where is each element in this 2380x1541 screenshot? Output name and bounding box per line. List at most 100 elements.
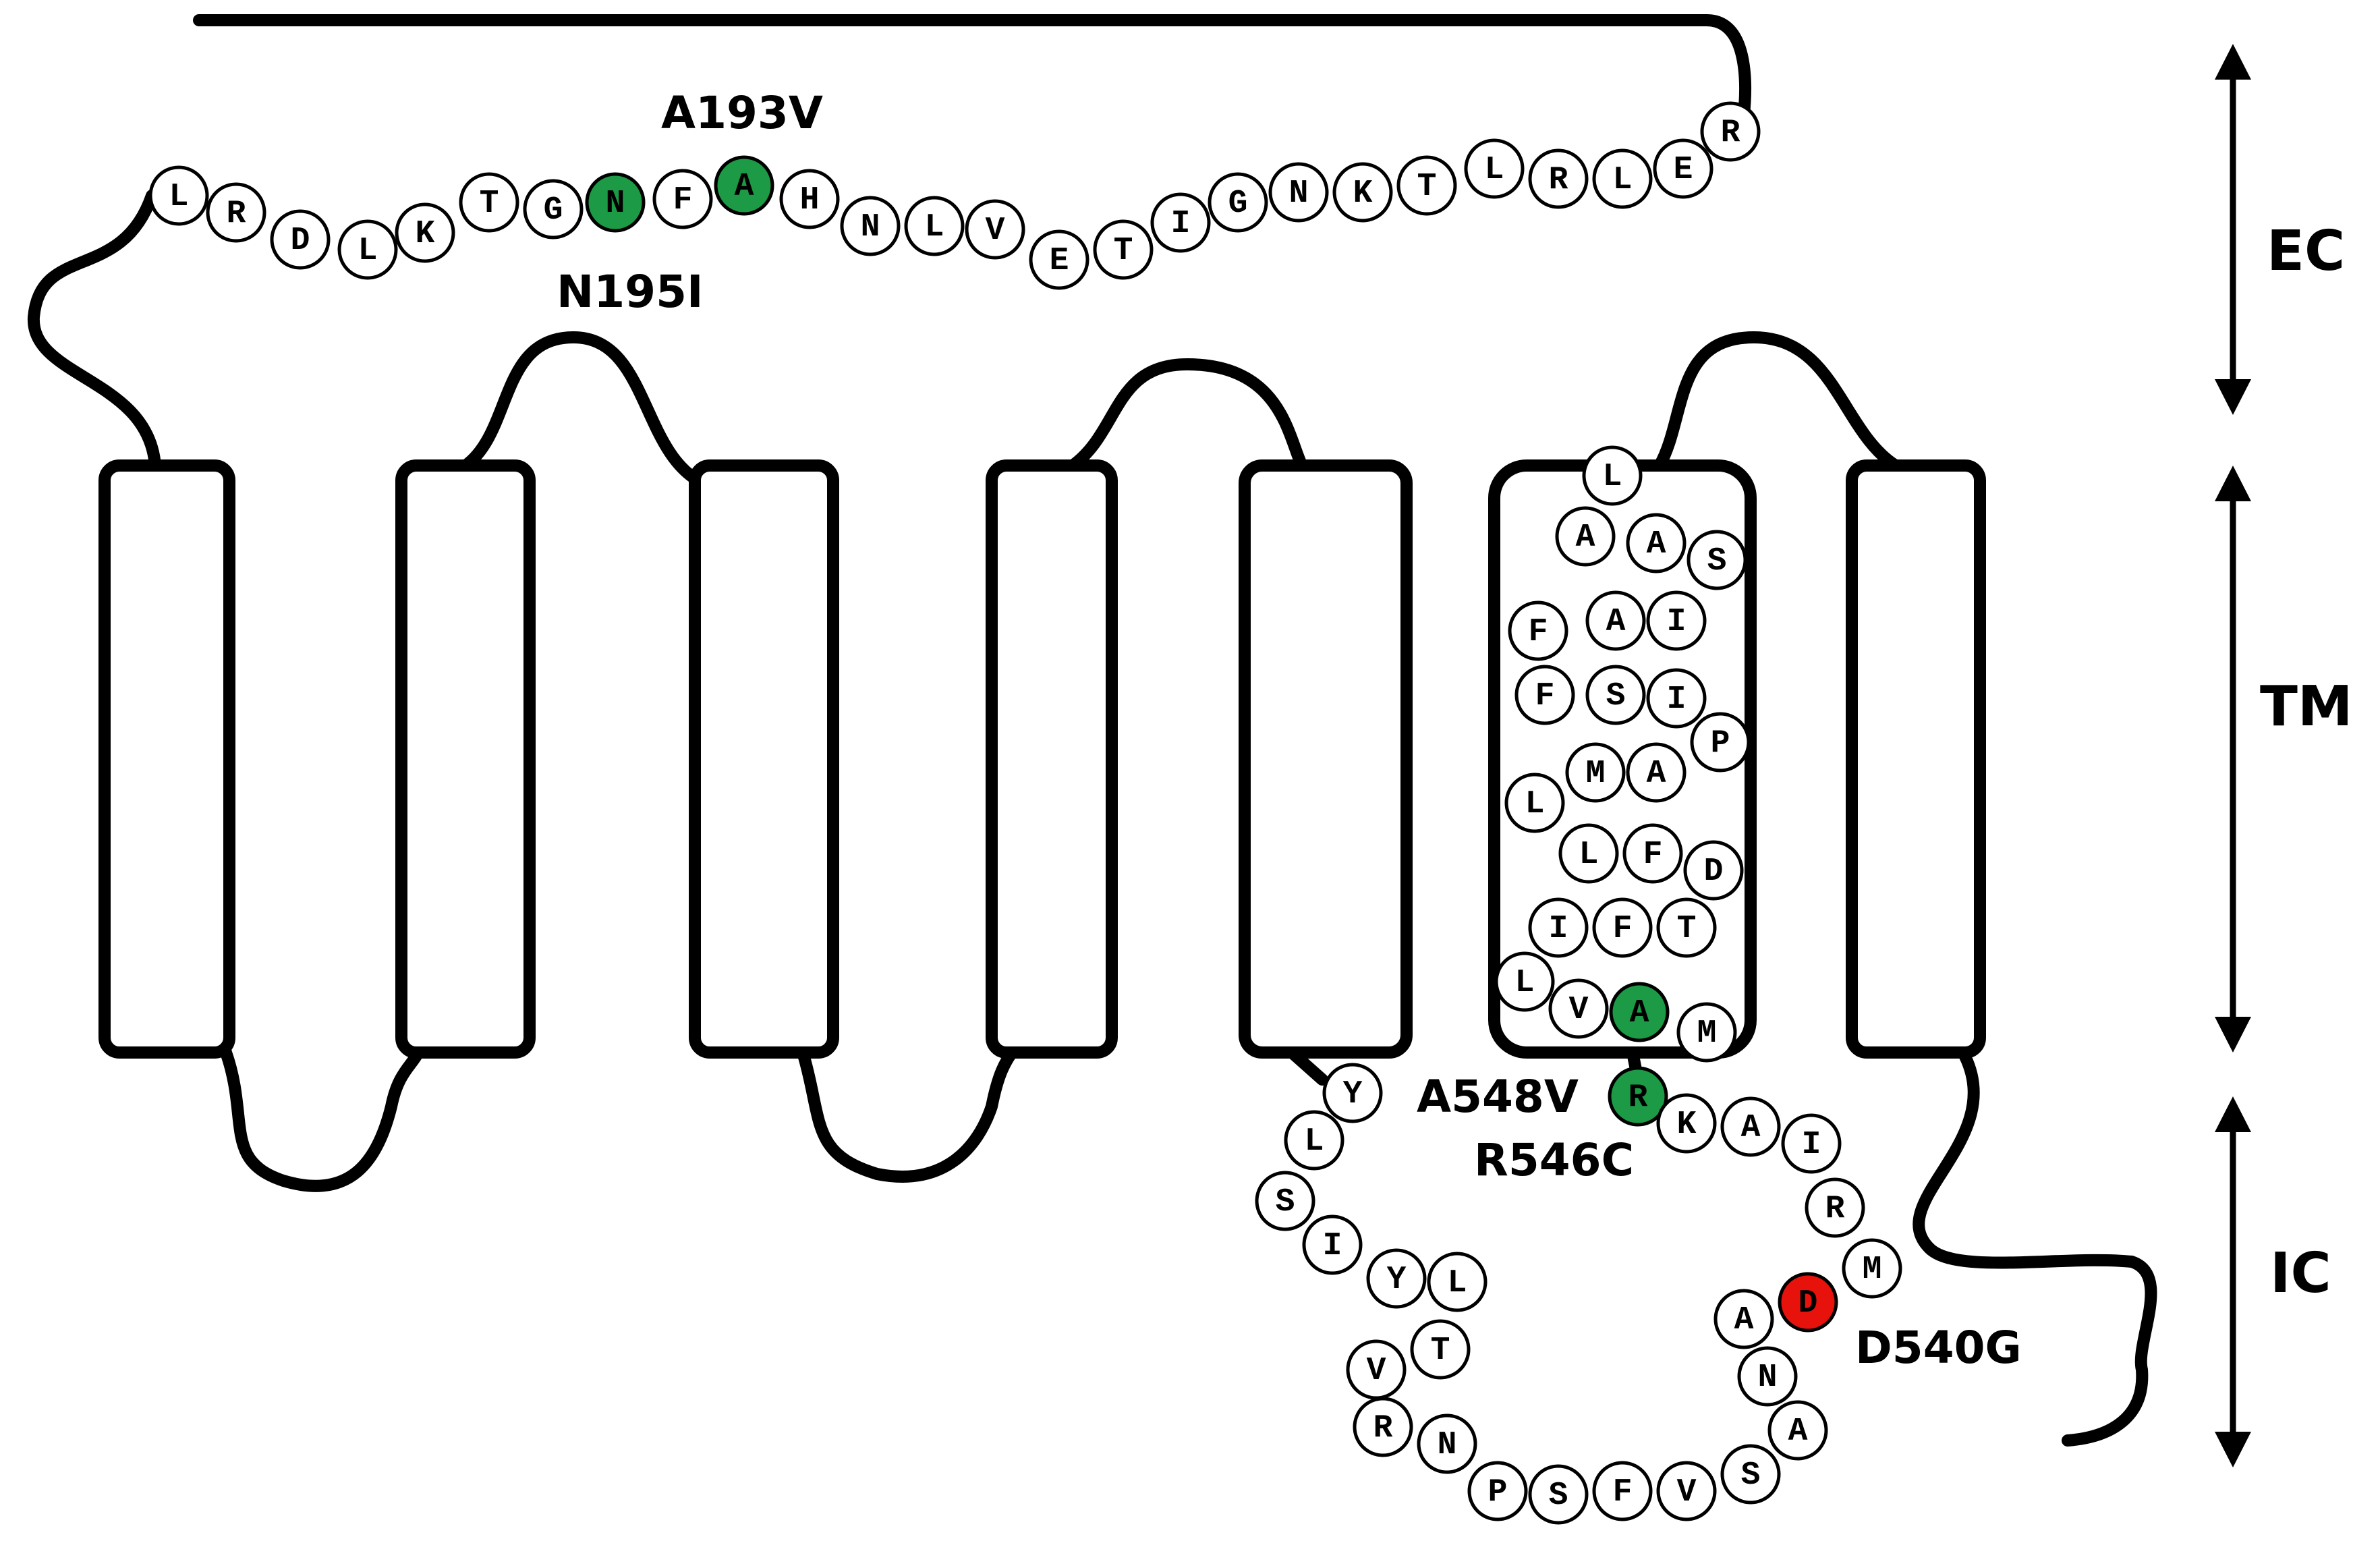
residue-letter: V	[1569, 992, 1589, 1028]
residue-tm-12: L	[1504, 773, 1565, 833]
residue-letter: I	[1802, 1127, 1821, 1163]
ic-region-arrow	[2215, 1096, 2251, 1467]
ec-loop-2-3	[459, 331, 708, 488]
residue-letter: L	[1485, 152, 1504, 188]
residue-circle	[1683, 840, 1744, 901]
residue-letter: L	[1579, 837, 1599, 873]
residue-circle	[459, 172, 519, 233]
residue-circle	[1656, 1093, 1717, 1154]
residue-letter: V	[1677, 1474, 1697, 1511]
residue-circle	[395, 202, 455, 263]
residue-ic-22: I	[1302, 1214, 1363, 1275]
ic-region-label: IC	[2270, 1241, 2331, 1306]
residue-letter: L	[925, 209, 944, 246]
residue-letter: S	[1276, 1184, 1295, 1221]
ec-loop-4-5	[1067, 358, 1308, 472]
residue-ic-9: N	[1737, 1346, 1798, 1407]
tm-helix-4	[986, 459, 1118, 1059]
tm-helix-3	[689, 459, 839, 1059]
residue-letter: N	[861, 209, 880, 246]
residue-tm-22: V	[1548, 978, 1609, 1039]
residue-ic-15: P	[1467, 1461, 1528, 1521]
residue-letter: S	[1741, 1457, 1761, 1494]
residue-circle	[1781, 1113, 1842, 1174]
residue-circle	[1622, 823, 1683, 884]
residue-circle	[1653, 138, 1713, 199]
residue-letter: A	[735, 169, 754, 205]
residue-circle	[904, 196, 965, 256]
residue-ic-21: Y	[1366, 1248, 1427, 1309]
residue-circle	[1396, 155, 1457, 216]
residue-letter: T	[1677, 911, 1697, 947]
residue-circle	[1585, 590, 1646, 651]
residue-letter: A	[1606, 604, 1626, 640]
mutation-label-d540g: D540G	[1855, 1322, 2022, 1374]
residue-letter: F	[1529, 614, 1548, 650]
residue-letter: K	[1677, 1106, 1697, 1143]
residue-circle	[840, 196, 901, 256]
residue-letter: R	[1721, 115, 1740, 151]
residue-letter: A	[1630, 995, 1649, 1032]
residue-letter: K	[416, 216, 435, 252]
residue-ic-20: L	[1427, 1252, 1488, 1312]
residue-circle	[1302, 1214, 1363, 1275]
residue-circle	[1592, 148, 1653, 209]
residue-circle	[1626, 742, 1687, 803]
residue-circle	[1284, 1110, 1344, 1171]
residue-letter: M	[1697, 1015, 1717, 1052]
c-terminal-tail	[1913, 1046, 2157, 1447]
residue-ic-19: T	[1410, 1319, 1471, 1380]
residue-tm-9: S	[1585, 665, 1646, 725]
residue-letter: P	[1488, 1474, 1508, 1511]
residue-circle	[337, 219, 398, 280]
residue-letter: R	[227, 196, 246, 232]
residue-ec-21: T	[1396, 155, 1457, 216]
residue-circle	[270, 209, 331, 270]
residue-ic-17: R	[1353, 1397, 1413, 1457]
tm-helix-1	[98, 459, 235, 1059]
residue-circle	[1268, 162, 1329, 223]
residue-ec-26: R	[1700, 101, 1761, 162]
residue-ec-3: D	[270, 209, 331, 270]
residue-ec-24: L	[1592, 148, 1653, 209]
residue-ec-18: G	[1208, 172, 1268, 233]
residue-ec-23: R	[1528, 148, 1589, 209]
residue-circle	[1646, 668, 1707, 729]
tm-helix-7	[1846, 459, 1986, 1059]
residue-circle	[1592, 1461, 1653, 1521]
residue-letter: T	[1114, 233, 1133, 269]
residue-ec-12: N	[840, 196, 901, 256]
tm-region-arrow	[2215, 466, 2251, 1053]
residue-letter: T	[480, 186, 499, 222]
residue-ic-14: S	[1528, 1464, 1589, 1525]
residue-ic-8: A	[1713, 1289, 1774, 1349]
residue-circle	[1592, 897, 1653, 958]
residue-circle	[1805, 1177, 1865, 1238]
residue-letter: T	[1431, 1333, 1450, 1369]
residue-letter: Y	[1387, 1262, 1407, 1298]
residue-circle	[1508, 600, 1568, 661]
residue-letter: A	[1647, 526, 1666, 563]
mutation-label-a193v: A193V	[661, 87, 823, 139]
residue-letter: D	[291, 223, 310, 259]
residue-circle	[1029, 229, 1089, 290]
residue-ic-16: N	[1417, 1413, 1477, 1474]
residue-circle	[1494, 951, 1555, 1012]
residue-letter: I	[1667, 681, 1687, 718]
residue-circle	[1646, 590, 1707, 651]
residue-ic-3: A	[1720, 1096, 1781, 1157]
residue-ec-10: A	[714, 155, 774, 216]
residue-letter: F	[1613, 1474, 1633, 1511]
residue-letter: L	[169, 179, 189, 215]
residue-ic-6: M	[1842, 1238, 1902, 1299]
residue-letter: L	[1515, 965, 1535, 1001]
residue-ec-8: N	[585, 172, 646, 233]
residue-circle	[1690, 712, 1751, 773]
residue-circle	[1585, 665, 1646, 725]
residue-tm-18: I	[1528, 897, 1589, 958]
residue-ic-12: V	[1656, 1461, 1717, 1521]
residue-ic-1: R	[1608, 1066, 1668, 1127]
residue-tm-19: F	[1592, 897, 1653, 958]
residue-circle	[1713, 1289, 1774, 1349]
